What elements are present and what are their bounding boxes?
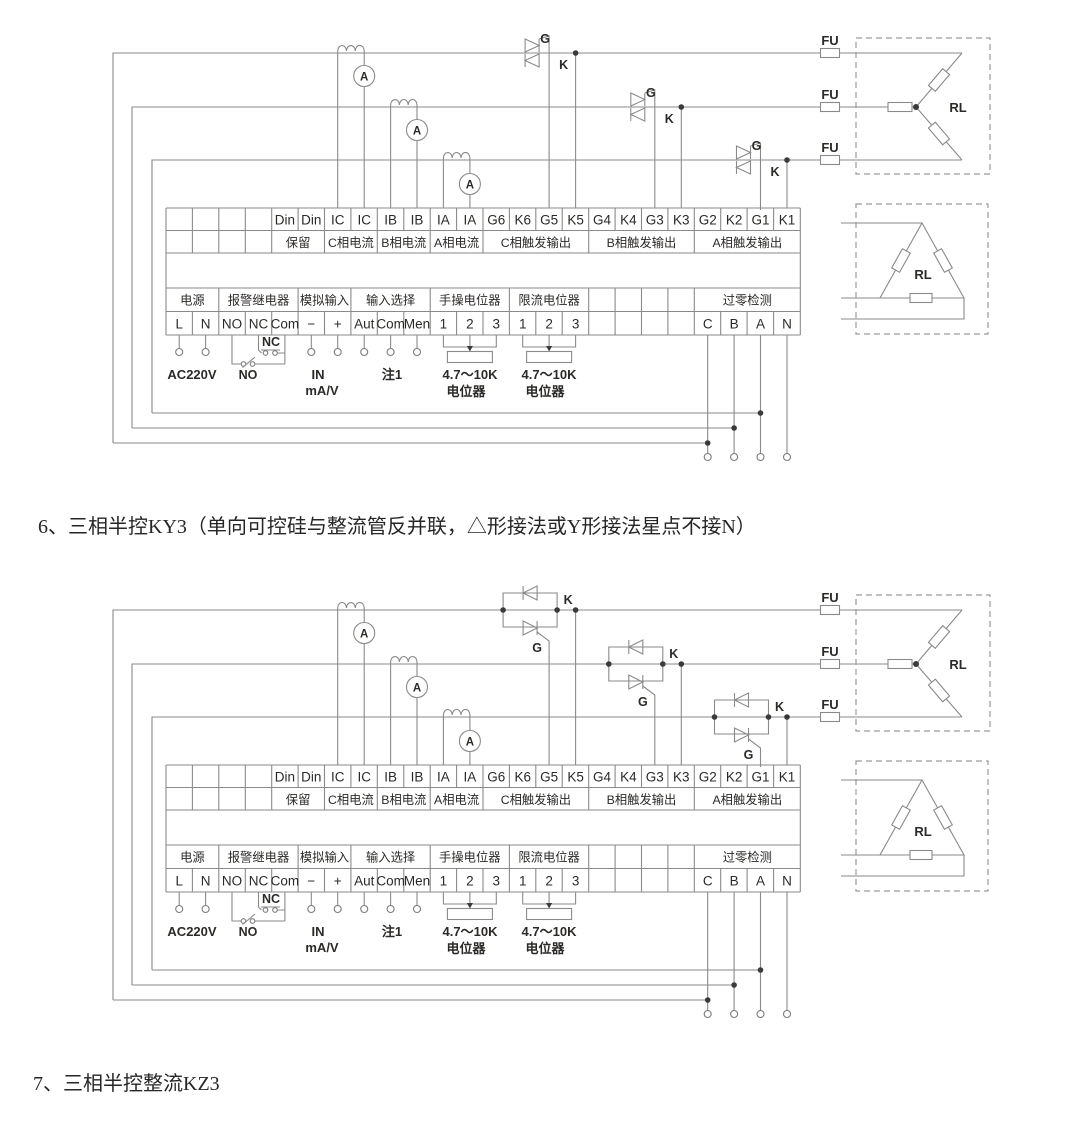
diagram2-thyristor-c — [499, 585, 574, 661]
bottom-spacer — [0, 1096, 1080, 1121]
three-phase-wiring-diagram-bottom — [112, 585, 991, 1019]
diagram2-thyristor-b — [605, 639, 679, 715]
diagram2-thyristor-a — [711, 692, 785, 768]
section6-caption: 6、三相半控KY3（单向可控硅与整流管反并联，△形接法或Y形接法星点不接N） — [38, 516, 756, 538]
diagram1-schematic — [112, 32, 991, 462]
diagram1-thyristor-a — [735, 138, 781, 211]
diagram1-thyristor-c — [524, 31, 569, 104]
three-phase-wiring-diagram-top: A A A — [112, 31, 991, 462]
section7-caption: 7、三相半控整流KZ3 — [33, 1073, 220, 1095]
diagram1-thyristor-b — [630, 85, 675, 158]
diagram2-schematic — [112, 589, 991, 1019]
